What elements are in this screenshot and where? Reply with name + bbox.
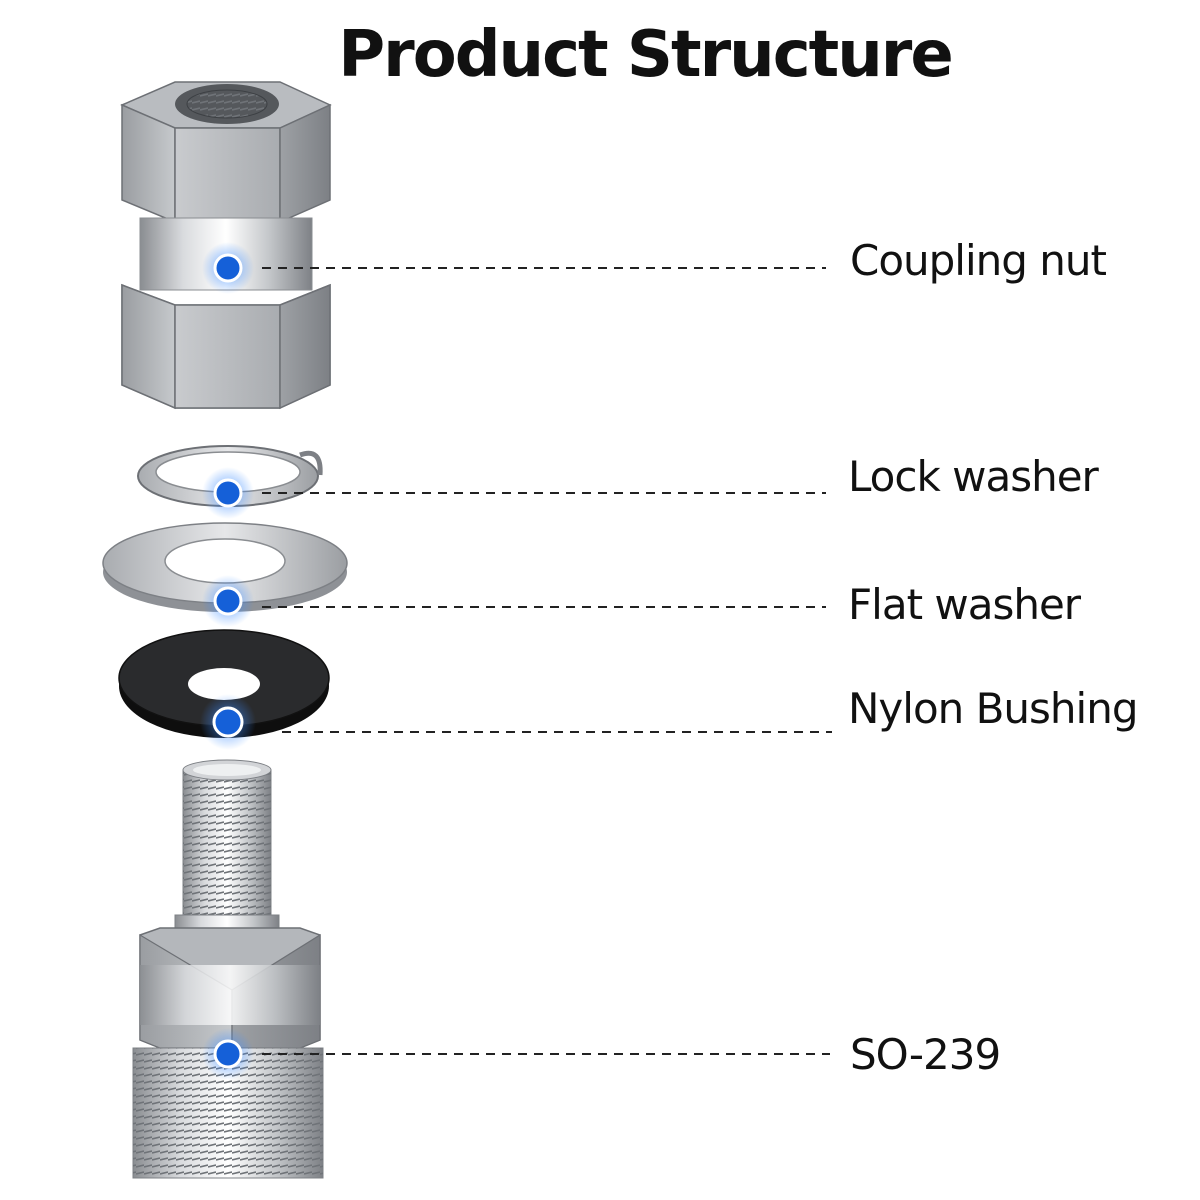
coupling-nut-part: [120, 81, 332, 410]
callout-flat-washer: [202, 575, 826, 627]
callout-coupling-nut: [202, 242, 826, 294]
label-so-239: SO-239: [850, 1030, 1001, 1079]
label-flat-washer: Flat washer: [848, 580, 1081, 629]
label-lock-washer: Lock washer: [848, 452, 1099, 501]
so-239-part: [132, 759, 324, 1179]
callout-so-239: [202, 1028, 830, 1080]
nylon-bushing-part: [118, 629, 330, 738]
callout-nylon-bushing: [200, 694, 832, 750]
label-coupling-nut: Coupling nut: [850, 236, 1107, 285]
page-title: Product Structure: [338, 18, 954, 92]
label-nylon-bushing: Nylon Bushing: [848, 684, 1138, 733]
callout-lock-washer: [202, 467, 826, 519]
